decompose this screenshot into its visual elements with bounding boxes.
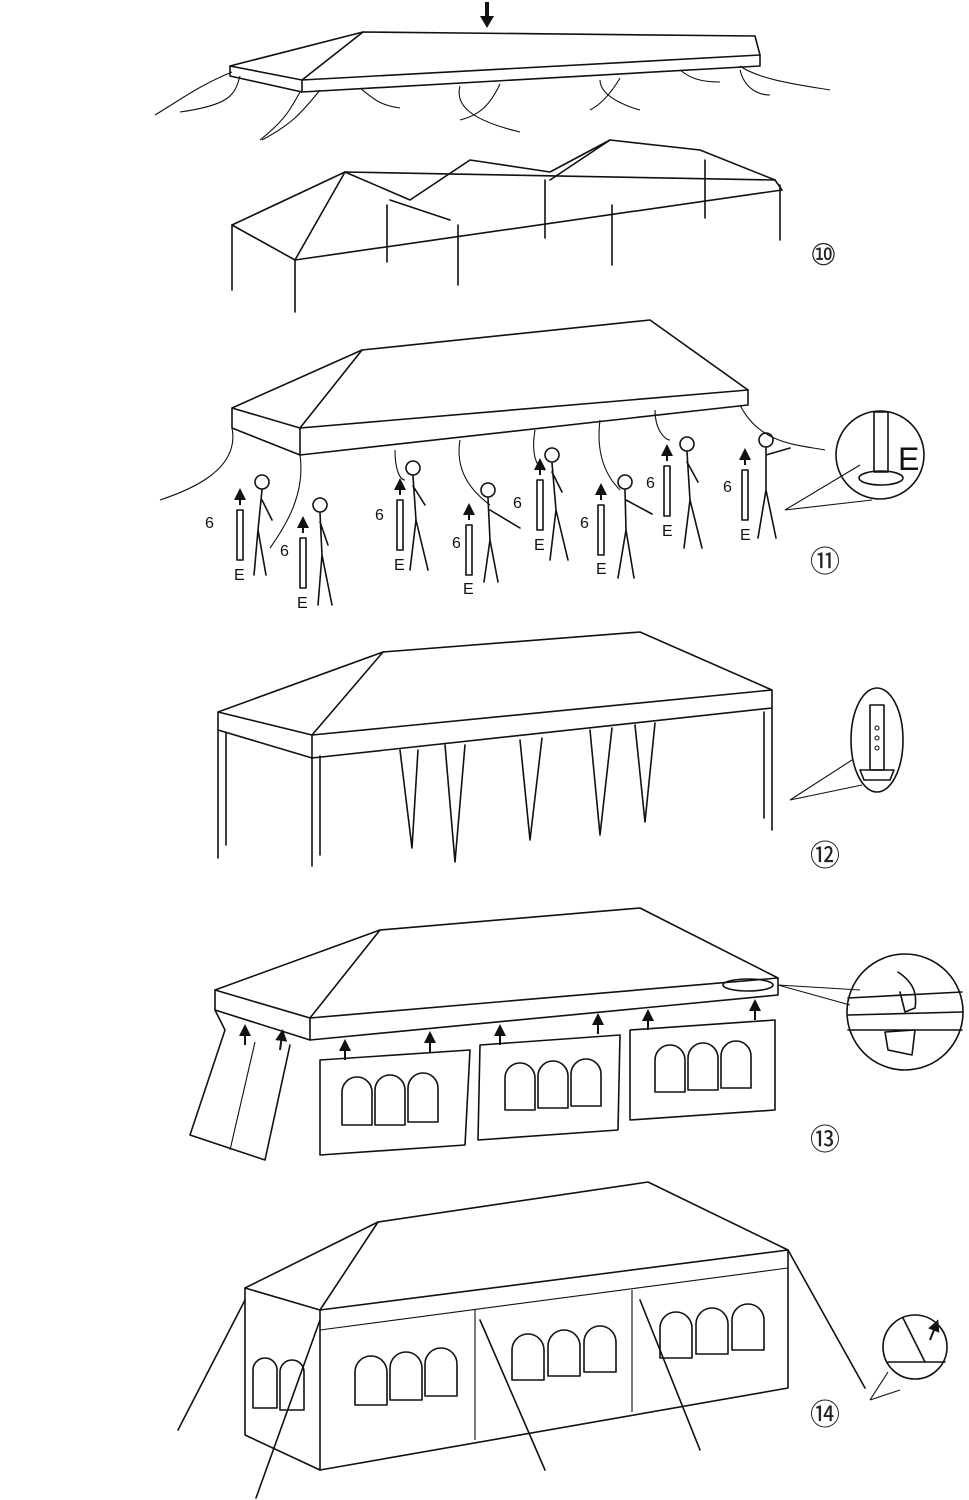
part-label: E: [596, 561, 607, 578]
count-label: 6: [375, 507, 384, 524]
part-label: E: [234, 567, 245, 584]
callout-part-label: E: [898, 441, 919, 477]
leg-part-e: 6 E: [375, 478, 406, 574]
part-label: E: [534, 537, 545, 554]
assembled-tent: [217, 631, 773, 867]
leg-part-e: 6 E: [580, 483, 607, 578]
step-number-12: ⑫: [810, 839, 840, 874]
part-label: E: [740, 527, 751, 544]
step-11-group: 6 E 6 E 6 E 6 E 6 E: [159, 319, 925, 612]
step-13-group: ⑬: [189, 907, 964, 1161]
step-number-11: ⑪: [810, 545, 840, 580]
tent-with-walls: [189, 907, 779, 1161]
velcro-callout: [777, 953, 964, 1071]
assembler-figure: [544, 447, 569, 561]
canopy-cover: [159, 319, 826, 549]
assembler-figure: [757, 432, 791, 539]
leg-part-e: 6 E: [646, 444, 673, 540]
part-label: E: [297, 595, 308, 612]
leg-lock-callout: [789, 687, 904, 801]
canopy-cover: [154, 31, 831, 141]
assembler-figure: [312, 497, 333, 606]
assembler-figure: [405, 460, 429, 571]
assembler-figure: [679, 436, 703, 549]
leg-part-e: 6 E: [452, 503, 475, 598]
step-number-14: ⑭: [810, 1398, 840, 1433]
leg-part-e: 6 E: [723, 448, 751, 544]
step-10-group: ⑩: [154, 2, 837, 313]
assembler-figure: [253, 474, 273, 576]
part-label: E: [662, 523, 673, 540]
assembler-figure: [617, 474, 653, 579]
step-number-10: ⑩: [810, 238, 837, 273]
step-number-13: ⑬: [810, 1123, 840, 1158]
leg-part-e: 6 E: [280, 516, 309, 612]
step-12-group: ⑫: [217, 631, 904, 874]
leg-part-e: 6 E: [205, 488, 246, 584]
count-label: 6: [580, 515, 589, 532]
tent-frame: [231, 139, 783, 313]
leg-part-e: 6 E: [513, 458, 546, 554]
part-label: E: [463, 581, 474, 598]
step-14-group: ⑭: [177, 1181, 948, 1499]
down-arrow-icon: [480, 2, 494, 28]
count-label: 6: [280, 543, 289, 560]
part-label: E: [394, 557, 405, 574]
window-set: [341, 1040, 752, 1126]
assembler-figure: [480, 482, 521, 583]
count-label: 6: [513, 495, 522, 512]
finished-tent: [177, 1181, 866, 1499]
window-set: [252, 1303, 765, 1411]
count-label: 6: [452, 535, 461, 552]
count-label: 6: [646, 475, 655, 492]
count-label: 6: [723, 479, 732, 496]
count-label: 6: [205, 515, 214, 532]
stake-callout: [869, 1314, 948, 1401]
leg-foot-callout: E: [784, 410, 925, 511]
